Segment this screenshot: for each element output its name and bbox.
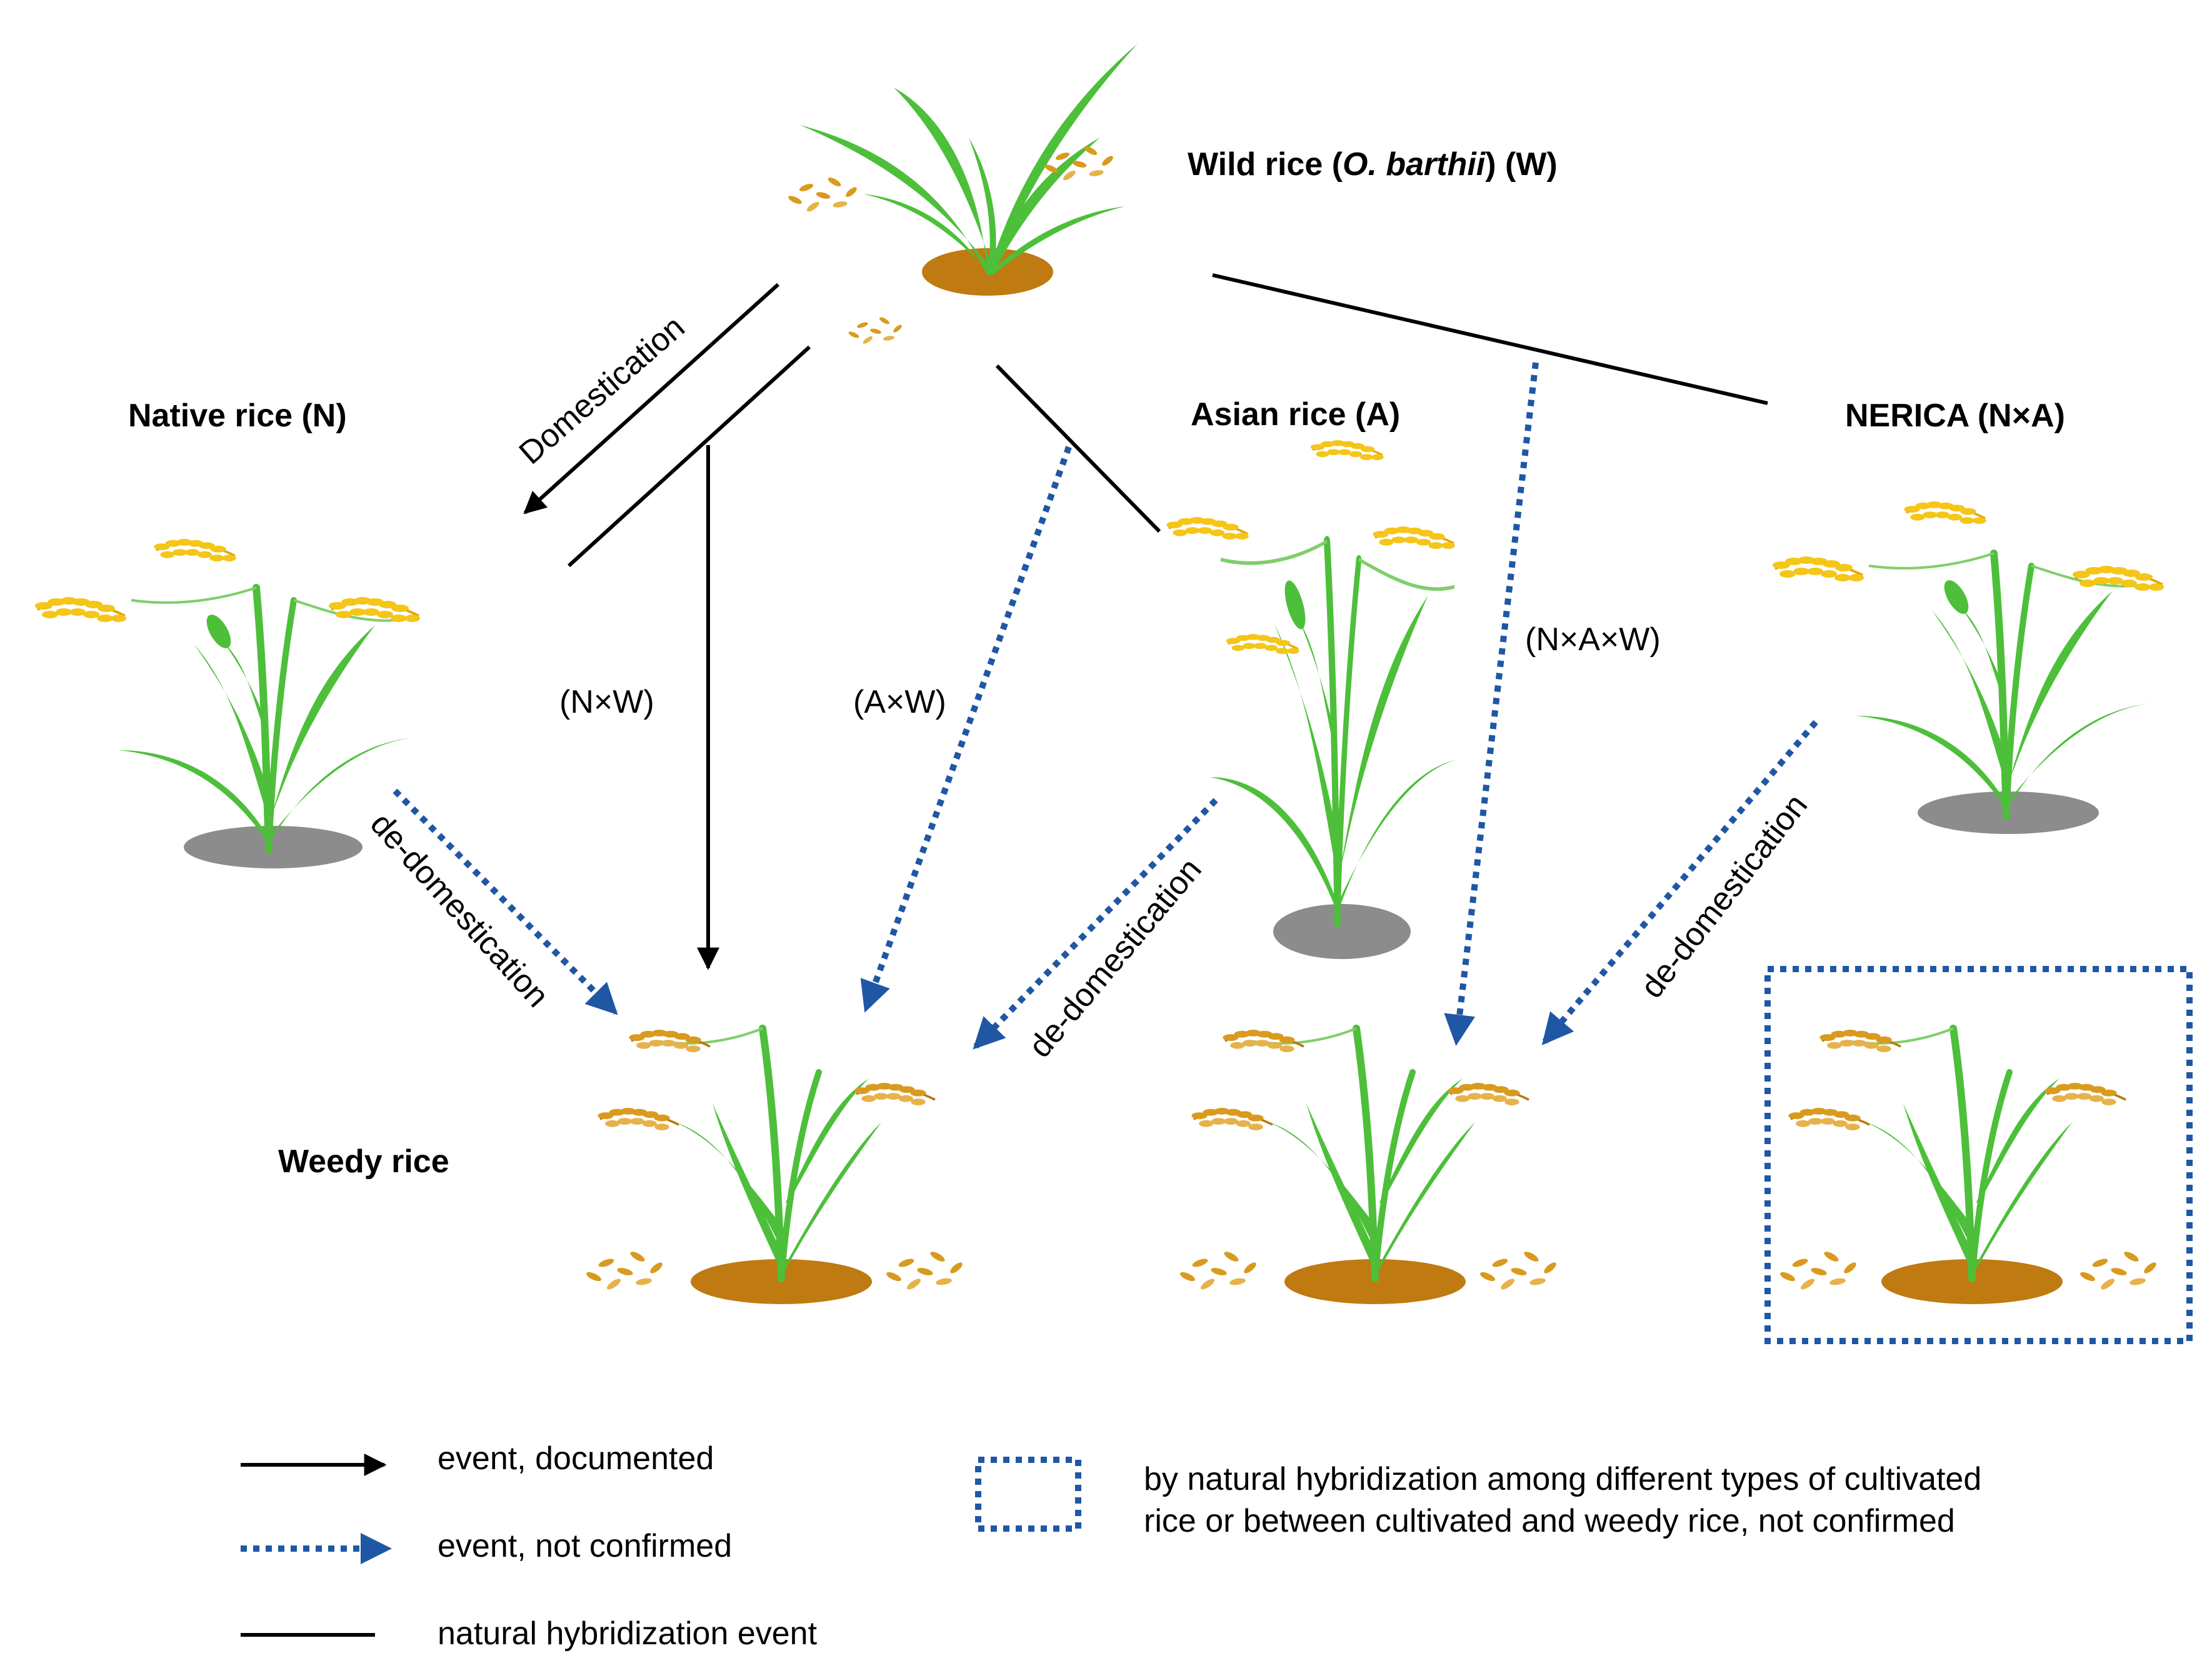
wild-rice-plant — [787, 44, 1138, 345]
nerica-plant — [1771, 500, 2165, 834]
asian-rice-plant — [1165, 439, 1459, 959]
asian-rice-label: Asian rice (A) — [1191, 396, 1400, 433]
naxw-to-weedy-arrow — [1444, 362, 1539, 1046]
naxw-hybridization-line — [1212, 273, 1768, 405]
nxw-hybridization-line — [567, 345, 811, 568]
native-dedomestication-arrow — [393, 788, 618, 1015]
domestication-label: Domestication — [513, 309, 692, 471]
weedy-rice-plant-3 — [1764, 966, 2193, 1344]
legend-solid-arrow-label: event, documented — [438, 1440, 714, 1477]
connectors — [393, 273, 1818, 1050]
domestication-arrow — [523, 283, 780, 515]
weedy-rice-label: Weedy rice — [278, 1143, 449, 1180]
weedy-rice-plant-1 — [585, 1028, 964, 1304]
axw-hybridization-line — [995, 364, 1161, 533]
nerica-dedomestication-label: de-domestication — [1634, 788, 1815, 1005]
naxw-label: (N×A×W) — [1525, 621, 1661, 658]
native-rice-label: Native rice (N) — [128, 398, 347, 434]
axw-label: (A×W) — [853, 684, 946, 720]
node-labels: Wild rice (O. barthii) (W) Native rice (… — [128, 146, 2065, 1180]
legend: event, documented event, not confirmed n… — [241, 1440, 1981, 1652]
legend-solid-line-label: natural hybridization event — [438, 1615, 818, 1652]
edge-labels: Domestication (N×W) (A×W) (N×A×W) de-dom… — [363, 309, 1814, 1065]
nxw-label: (N×W) — [559, 684, 654, 720]
weedy-rice-plant-2 — [1179, 1028, 1558, 1304]
legend-dotted-box-label-line2: rice or between cultivated and weedy ric… — [1144, 1503, 1955, 1539]
legend-dotted-box-symbol — [975, 1457, 1081, 1532]
asian-dedomestication-label: de-domestication — [1022, 852, 1209, 1065]
native-dedomestication-label: de-domestication — [363, 806, 556, 1014]
asian-dedomestication-arrow — [973, 798, 1218, 1050]
hybridization-dotted-box — [1764, 966, 2193, 1344]
nerica-label: NERICA (N×A) — [1845, 398, 2065, 434]
native-rice-plant — [34, 538, 421, 868]
wild-rice-label: Wild rice (O. barthii) (W) — [1188, 146, 1558, 183]
legend-dotted-box-label-line1: by natural hybridization among different… — [1144, 1461, 1981, 1497]
axw-to-weedy-arrow — [860, 446, 1072, 1013]
legend-dotted-arrow-label: event, not confirmed — [438, 1528, 732, 1564]
nerica-dedomestication-arrow — [1541, 720, 1818, 1045]
